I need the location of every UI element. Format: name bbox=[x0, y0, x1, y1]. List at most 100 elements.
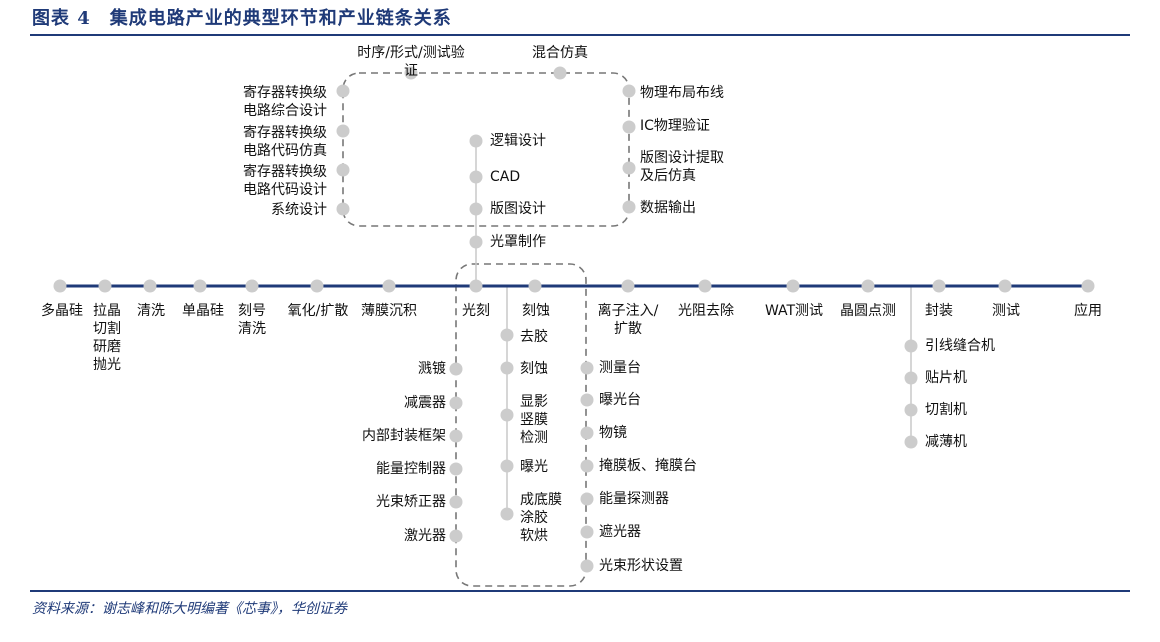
litho-step-node bbox=[500, 328, 514, 342]
design-top-label: 混合仿真 bbox=[532, 45, 588, 61]
design-center-label: 版图设计 bbox=[490, 201, 546, 217]
main-process-label: 光刻 bbox=[462, 303, 490, 319]
main-process-node bbox=[469, 279, 483, 293]
packaging-equipment-label: 贴片机 bbox=[925, 370, 967, 386]
main-process-label: 多晶硅 bbox=[41, 303, 83, 319]
main-process-label: 测试 bbox=[992, 303, 1020, 319]
main-process-node bbox=[53, 279, 67, 293]
litho-step-node bbox=[500, 408, 514, 422]
litho-equipment-label: 内部封装框架 bbox=[362, 428, 446, 444]
design-right-label: IC物理验证 bbox=[640, 118, 710, 134]
main-process-node bbox=[193, 279, 207, 293]
litho-step-label: 去胶 bbox=[520, 329, 548, 345]
stepper-component-label: 能量探测器 bbox=[599, 491, 669, 507]
stepper-component-node bbox=[580, 426, 594, 440]
main-process-node bbox=[382, 279, 396, 293]
main-process-label: 光阻去除 bbox=[678, 303, 734, 319]
stepper-component-label: 光束形状设置 bbox=[599, 558, 683, 574]
design-left-label: 寄存器转换级 电路综合设计 bbox=[243, 85, 327, 119]
main-process-label: 薄膜沉积 bbox=[361, 303, 417, 319]
litho-equipment-node bbox=[449, 462, 463, 476]
packaging-equipment-node bbox=[904, 403, 918, 417]
design-right-node bbox=[622, 200, 636, 214]
stepper-component-node bbox=[580, 492, 594, 506]
main-process-label: 应用 bbox=[1074, 303, 1102, 319]
design-right-node bbox=[622, 161, 636, 175]
packaging-equipment-label: 引线缝合机 bbox=[925, 338, 995, 354]
main-process-node bbox=[786, 279, 800, 293]
stepper-component-node bbox=[580, 559, 594, 573]
design-center-label: 逻辑设计 bbox=[490, 133, 546, 149]
litho-step-node bbox=[500, 507, 514, 521]
packaging-equipment-label: 切割机 bbox=[925, 402, 967, 418]
design-top-node bbox=[404, 66, 418, 80]
litho-equipment-node bbox=[449, 495, 463, 509]
design-top-label: 时序/形式/测试验证 bbox=[357, 45, 465, 79]
main-process-label: 氧化/扩散 bbox=[287, 303, 349, 319]
design-left-label: 系统设计 bbox=[271, 202, 327, 218]
design-left-node bbox=[336, 163, 350, 177]
stepper-component-label: 遮光器 bbox=[599, 524, 641, 540]
litho-equipment-label: 光束矫正器 bbox=[376, 494, 446, 510]
lithography-box bbox=[455, 263, 587, 587]
packaging-equipment-node bbox=[904, 435, 918, 449]
litho-step-node bbox=[500, 459, 514, 473]
design-right-node bbox=[622, 120, 636, 134]
main-process-node bbox=[528, 279, 542, 293]
litho-equipment-node bbox=[449, 362, 463, 376]
litho-step-label: 曝光 bbox=[520, 459, 548, 475]
litho-equipment-label: 溅镀 bbox=[418, 361, 446, 377]
main-process-node bbox=[245, 279, 259, 293]
litho-equipment-node bbox=[449, 529, 463, 543]
stepper-component-node bbox=[580, 361, 594, 375]
main-process-node bbox=[998, 279, 1012, 293]
main-process-node bbox=[932, 279, 946, 293]
main-process-label: 离子注入/ 扩散 bbox=[597, 303, 659, 337]
litho-equipment-node bbox=[449, 396, 463, 410]
litho-step-node bbox=[500, 361, 514, 375]
main-process-node bbox=[98, 279, 112, 293]
design-left-node bbox=[336, 84, 350, 98]
packaging-equipment-node bbox=[904, 339, 918, 353]
main-process-node bbox=[143, 279, 157, 293]
stepper-component-label: 曝光台 bbox=[599, 392, 641, 408]
main-process-node bbox=[621, 279, 635, 293]
main-process-label: 晶圆点测 bbox=[840, 303, 896, 319]
stepper-component-node bbox=[580, 459, 594, 473]
litho-equipment-node bbox=[449, 429, 463, 443]
design-center-label: CAD bbox=[490, 169, 521, 185]
design-right-label: 版图设计提取 及后仿真 bbox=[640, 150, 724, 184]
main-process-label: 刻蚀 bbox=[522, 303, 550, 319]
litho-step-label: 刻蚀 bbox=[520, 361, 548, 377]
stepper-component-label: 测量台 bbox=[599, 360, 641, 376]
stepper-component-label: 掩膜板、掩膜台 bbox=[599, 458, 697, 474]
litho-step-label: 显影 竖膜 检测 bbox=[520, 394, 548, 446]
stepper-component-node bbox=[580, 525, 594, 539]
design-center-node bbox=[469, 134, 483, 148]
design-center-node bbox=[469, 170, 483, 184]
mask-label: 光罩制作 bbox=[490, 234, 546, 250]
main-process-label: 单晶硅 bbox=[182, 303, 224, 319]
title-rule bbox=[30, 34, 1130, 36]
main-process-label: 封装 bbox=[925, 303, 953, 319]
main-process-label: 刻号 清洗 bbox=[238, 303, 266, 337]
design-right-label: 物理布局布线 bbox=[640, 85, 724, 101]
main-process-label: 清洗 bbox=[137, 303, 165, 319]
main-process-label: WAT测试 bbox=[764, 303, 824, 319]
main-process-node bbox=[1081, 279, 1095, 293]
design-center-node bbox=[469, 202, 483, 216]
design-right-label: 数据输出 bbox=[640, 200, 696, 216]
design-left-node bbox=[336, 124, 350, 138]
design-box bbox=[342, 72, 630, 227]
stepper-component-label: 物镜 bbox=[599, 425, 627, 441]
litho-step-label: 成底膜 涂胶 软烘 bbox=[520, 492, 562, 544]
figure-title: 图表 4 集成电路产业的典型环节和产业链条关系 bbox=[32, 8, 452, 29]
litho-equipment-label: 激光器 bbox=[404, 528, 446, 544]
mask-node bbox=[469, 235, 483, 249]
packaging-equipment-node bbox=[904, 371, 918, 385]
main-process-label: 拉晶 切割 研磨 抛光 bbox=[93, 303, 121, 373]
main-process-node bbox=[310, 279, 324, 293]
main-process-node bbox=[861, 279, 875, 293]
litho-equipment-label: 能量控制器 bbox=[376, 461, 446, 477]
